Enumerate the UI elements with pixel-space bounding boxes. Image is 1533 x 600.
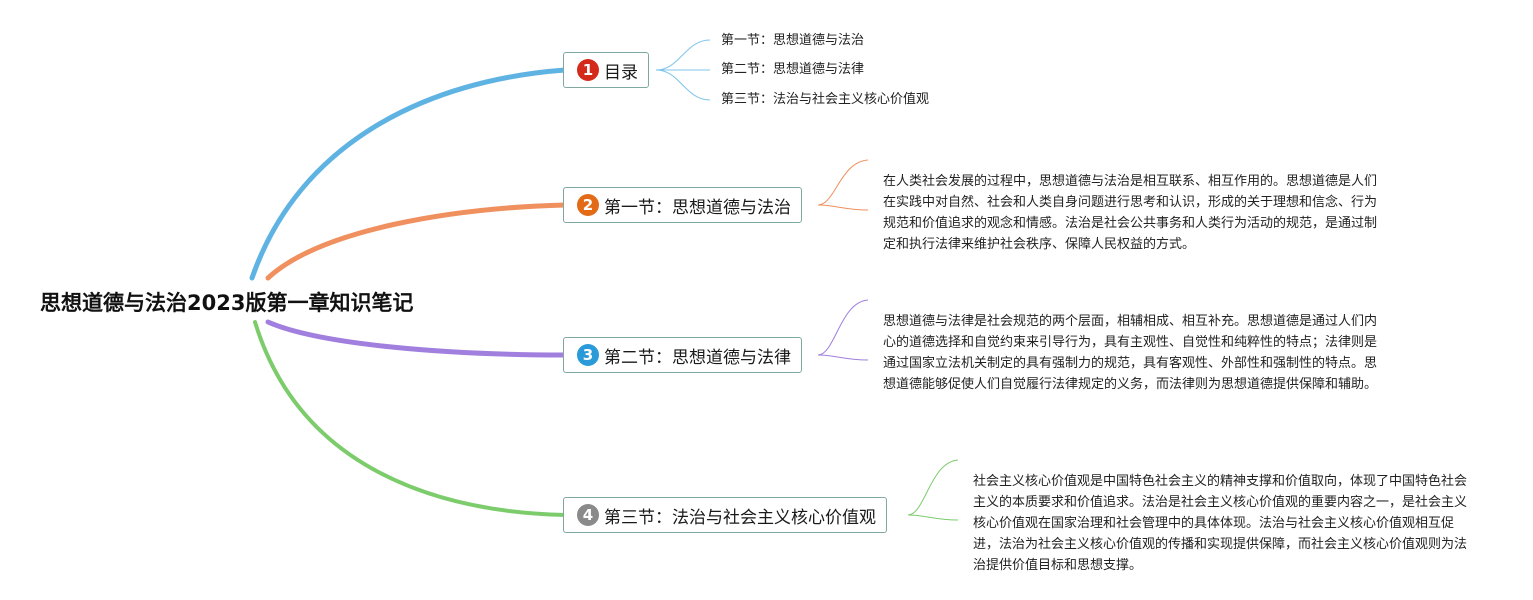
number-badge-2: 2 [577, 194, 599, 216]
branch-line-4 [253, 320, 567, 517]
para-link-2 [817, 159, 869, 211]
para-link-3 [817, 299, 869, 361]
toc-item-3[interactable]: 第三节：法治与社会主义核心价值观 [721, 92, 930, 107]
topic-section-2[interactable]: 3 第二节：思想道德与法律 [563, 337, 802, 373]
para-link-4 [907, 459, 959, 521]
section-2-note[interactable]: 思想道德与法律是社会规范的两个层面，相辅相成、相互补充。思想道德是通过人们内心的… [883, 314, 1378, 392]
root-topic[interactable]: 思想道德与法治2023版第一章知识笔记 [40, 291, 414, 315]
branch-line-1 [249, 67, 568, 281]
topic-section-3[interactable]: 4 第三节：法治与社会主义核心价值观 [563, 497, 887, 533]
topic-toc-label: 目录 [604, 62, 638, 83]
section-3-note[interactable]: 社会主义核心价值观是中国特色社会主义的精神支撑和价值取向，体现了中国特色社会主义… [973, 474, 1468, 573]
toc-link-3 [655, 69, 711, 101]
topic-section-1[interactable]: 2 第一节：思想道德与法治 [563, 187, 802, 223]
section-1-note[interactable]: 在人类社会发展的过程中，思想道德与法治是相互联系、相互作用的。思想道德是人们在实… [883, 174, 1378, 252]
topic-toc[interactable]: 1 目录 [563, 52, 649, 88]
topic-section-3-label: 第三节：法治与社会主义核心价值观 [604, 507, 876, 528]
topic-section-1-label: 第一节：思想道德与法治 [604, 197, 791, 218]
toc-item-2[interactable]: 第二节：思想道德与法律 [721, 62, 865, 77]
branch-line-3 [265, 319, 568, 358]
number-badge-1: 1 [577, 59, 599, 81]
number-badge-4: 4 [577, 504, 599, 526]
number-badge-3: 3 [577, 344, 599, 366]
toc-item-1[interactable]: 第一节：思想道德与法治 [721, 33, 865, 48]
branch-line-2 [265, 202, 568, 281]
topic-section-2-label: 第二节：思想道德与法律 [604, 347, 791, 368]
toc-link-1 [655, 39, 711, 71]
